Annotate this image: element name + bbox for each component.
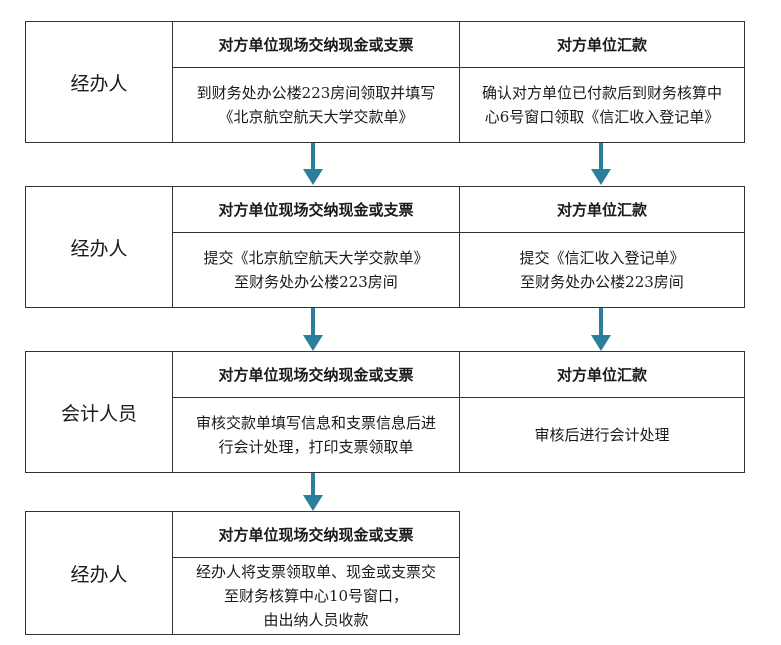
step-1-box: 经办人 对方单位现场交纳现金或支票 到财务处办公楼223房间领取并填写 《北京航…	[25, 21, 745, 143]
step-1-col1-header: 对方单位现场交纳现金或支票	[173, 22, 459, 68]
flow-arrow-left-3	[303, 473, 323, 511]
step-2-role: 经办人	[26, 187, 173, 307]
step-4-box: 经办人 对方单位现场交纳现金或支票 经办人将支票领取单、现金或支票交 至财务核算…	[25, 511, 460, 635]
flow-arrow-left-1	[303, 143, 323, 185]
step-4-role: 经办人	[26, 512, 173, 634]
step-2-col1-header: 对方单位现场交纳现金或支票	[173, 187, 459, 233]
step-2-col2-header: 对方单位汇款	[459, 187, 744, 233]
step-2-box: 经办人 对方单位现场交纳现金或支票 提交《北京航空航天大学交款单》 至财务处办公…	[25, 186, 745, 308]
step-3-col1-header: 对方单位现场交纳现金或支票	[173, 352, 459, 398]
step-2-col2-body: 提交《信汇收入登记单》 至财务处办公楼223房间	[459, 233, 744, 307]
step-3-box: 会计人员 对方单位现场交纳现金或支票 审核交款单填写信息和支票信息后进 行会计处…	[25, 351, 745, 473]
step-3-col2-header: 对方单位汇款	[459, 352, 744, 398]
step-1-role: 经办人	[26, 22, 173, 142]
step-1-col1-body: 到财务处办公楼223房间领取并填写 《北京航空航天大学交款单》	[196, 84, 436, 126]
flow-arrow-right-2	[591, 308, 611, 351]
flow-arrow-right-1	[591, 143, 611, 185]
step-3-col1-body: 审核交款单填写信息和支票信息后进 行会计处理，打印支票领取单	[195, 414, 436, 456]
step-4-col1-body: 经办人将支票领取单、现金或支票交 至财务核算中心10号窗口， 由出纳人员收款	[195, 563, 436, 629]
step-1-col2-header: 对方单位汇款	[459, 22, 744, 68]
step-3-role: 会计人员	[26, 352, 173, 472]
step-2-col1-body: 提交《北京航空航天大学交款单》 至财务处办公楼223房间	[203, 249, 429, 291]
step-1-col2-body: 确认对方单位已付款后到财务核算中 心6号窗口领取《信汇收入登记单》	[459, 68, 744, 142]
flow-arrow-left-2	[303, 308, 323, 351]
step-4-col1-header: 对方单位现场交纳现金或支票	[173, 512, 459, 558]
step-3-col2-body: 审核后进行会计处理	[459, 398, 744, 472]
